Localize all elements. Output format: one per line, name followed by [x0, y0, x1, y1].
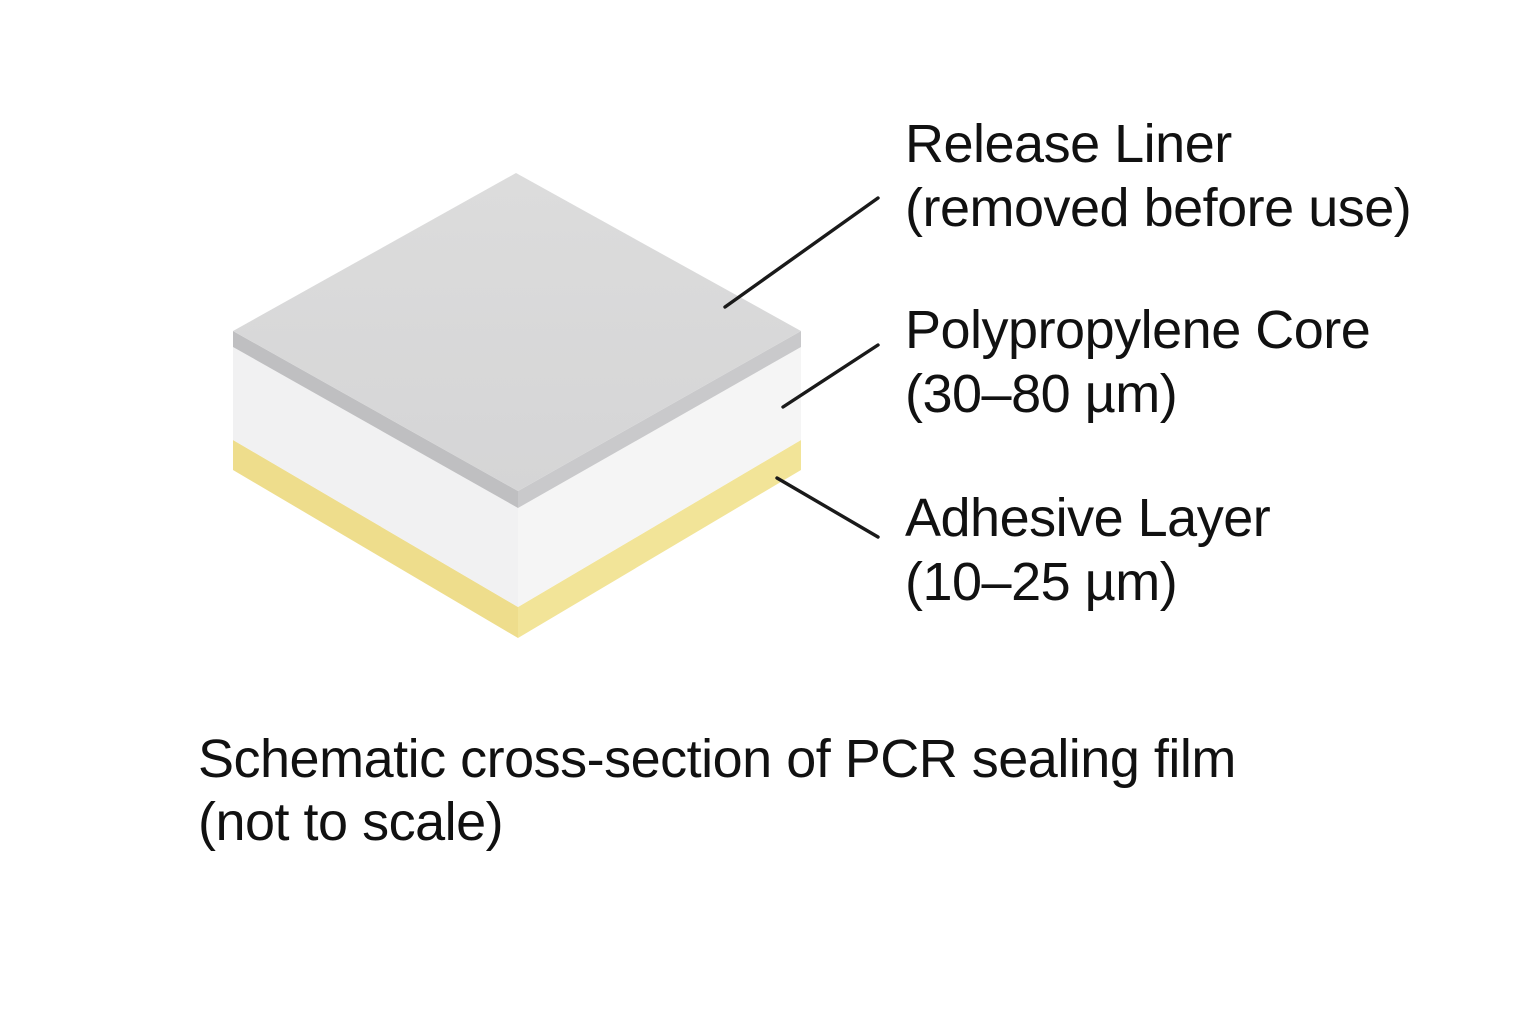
diagram-caption-line2: (not to scale)	[198, 792, 504, 852]
adhesive-layer-label-subtitle: (10–25 µm)	[905, 552, 1178, 612]
leader-line-adhesive-layer	[775, 476, 880, 539]
leader-line-polypropylene-core	[781, 343, 880, 409]
diagram-caption-line1: Schematic cross-section of PCR sealing f…	[198, 729, 1236, 789]
polypropylene-core-left-face	[233, 347, 518, 607]
polypropylene-core-right-face	[518, 347, 801, 607]
adhesive-layer-left-face	[233, 440, 518, 638]
release-liner-right-face	[518, 331, 801, 508]
adhesive-layer-label-title: Adhesive Layer	[905, 488, 1271, 548]
diagram-caption: Schematic cross-section of PCR sealing f…	[198, 728, 1236, 854]
adhesive-layer-label: Adhesive Layer (10–25 µm)	[905, 486, 1271, 614]
release-liner-label-subtitle: (removed before use)	[905, 178, 1412, 238]
polypropylene-core-label-subtitle: (30–80 µm)	[905, 364, 1178, 424]
polypropylene-core-label: Polypropylene Core (30–80 µm)	[905, 298, 1371, 426]
release-liner-left-face	[233, 331, 518, 508]
leader-line-release-liner	[723, 196, 880, 309]
polypropylene-core-label-title: Polypropylene Core	[905, 300, 1371, 360]
release-liner-label-title: Release Liner	[905, 114, 1232, 174]
release-liner-label: Release Liner (removed before use)	[905, 112, 1412, 240]
adhesive-layer-right-face	[518, 440, 801, 638]
release-liner-top-face	[233, 173, 801, 491]
